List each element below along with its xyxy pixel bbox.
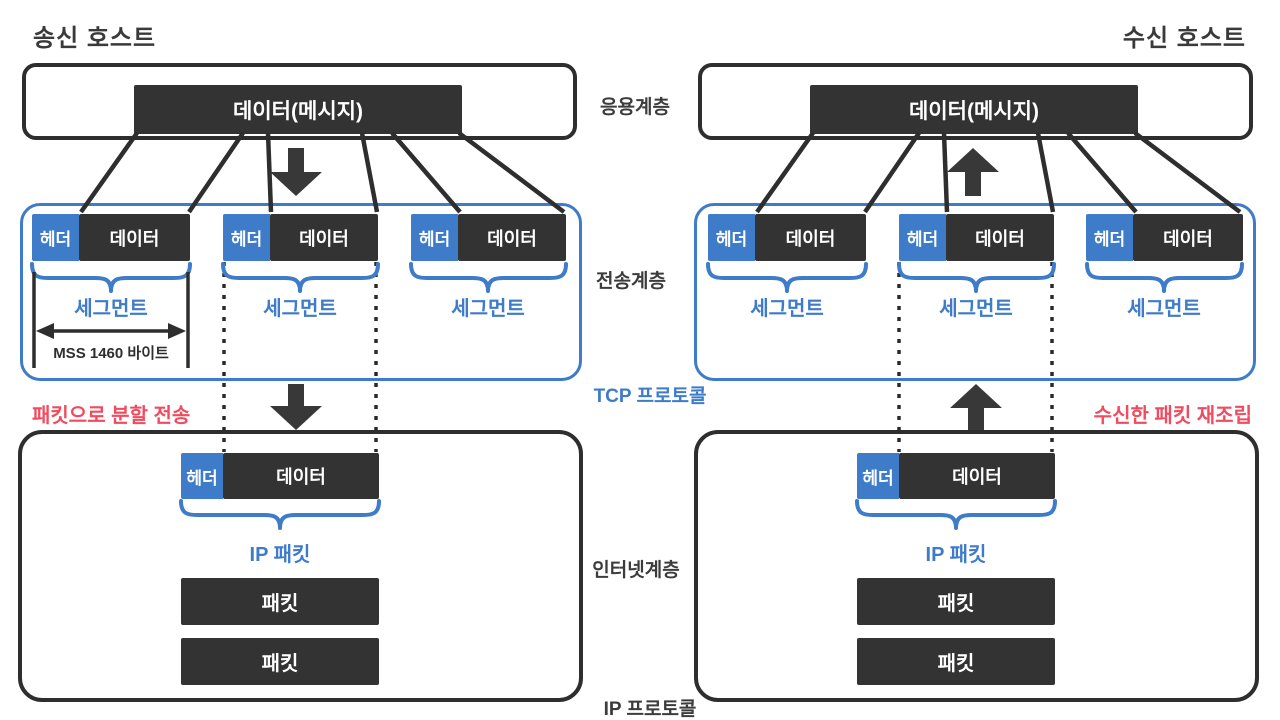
ip-packet-header-receiver: 헤더	[857, 453, 899, 499]
message-box-sender: 데이터(메시지)	[134, 85, 462, 134]
reassemble-annotation: 수신한 패킷 재조립	[1093, 405, 1252, 427]
receiver-host-title: 수신 호스트	[1122, 25, 1246, 52]
segment-1-data-receiver: 데이터	[755, 214, 866, 261]
packet-box-1-sender: 패킷	[181, 578, 379, 625]
ip-packet-data-receiver: 데이터	[899, 453, 1055, 499]
segment-2-header-sender: 헤더	[223, 214, 270, 261]
message-box-receiver: 데이터(메시지)	[810, 85, 1138, 134]
message-label: 데이터(메시지)	[909, 99, 1039, 123]
segment-2-data-receiver: 데이터	[946, 214, 1054, 261]
segment-1-data-sender: 데이터	[79, 214, 190, 261]
application-layer-label: 응용계층	[600, 97, 670, 118]
receiver-fanin-lines	[755, 131, 1242, 214]
segment-1-header-sender: 헤더	[32, 214, 79, 261]
packet-box-2-sender: 패킷	[181, 638, 379, 685]
ip-packet-label-receiver: IP 패킷	[925, 544, 987, 566]
segment-3-label-sender: 세그먼트	[451, 298, 525, 320]
sender-host-title: 송신 호스트	[33, 25, 157, 52]
ip-packet-header-sender: 헤더	[181, 453, 223, 499]
transport-layer-label: 전송계층	[596, 271, 666, 292]
segment-1-header-receiver: 헤더	[708, 214, 755, 261]
internet-layer-label: 인터넷계층	[592, 560, 680, 581]
segment-3-data-receiver: 데이터	[1133, 214, 1243, 261]
up-arrow-internet-to-transport	[950, 384, 1002, 430]
segment-3-data-sender: 데이터	[458, 214, 566, 261]
down-arrow-app-to-transport	[270, 148, 322, 196]
segment-3-header-receiver: 헤더	[1086, 214, 1133, 261]
segment-3-label-receiver: 세그먼트	[1127, 298, 1201, 320]
mss-size-label: MSS 1460 바이트	[53, 345, 169, 362]
segment-1-label-receiver: 세그먼트	[750, 298, 824, 320]
segment-2-data-sender: 데이터	[270, 214, 378, 261]
message-label: 데이터(메시지)	[233, 99, 363, 123]
ip-packet-label-sender: IP 패킷	[249, 544, 311, 566]
segment-3-header-sender: 헤더	[411, 214, 458, 261]
segment-2-header-receiver: 헤더	[899, 214, 946, 261]
ip-protocol-label: IP 프로토콜	[603, 699, 697, 720]
tcp-protocol-label: TCP 프로토콜	[593, 386, 707, 407]
segment-2-label-sender: 세그먼트	[263, 298, 337, 320]
split-send-annotation: 패킷으로 분할 전송	[32, 405, 191, 427]
sender-fanout-lines	[79, 131, 566, 214]
down-arrow-transport-to-internet	[270, 384, 322, 430]
up-arrow-transport-to-app	[947, 148, 999, 196]
ip-packet-data-sender: 데이터	[223, 453, 379, 499]
packet-box-2-receiver: 패킷	[857, 638, 1055, 685]
segment-1-label-sender: 세그먼트	[74, 298, 148, 320]
segment-2-label-receiver: 세그먼트	[939, 298, 1013, 320]
packet-box-1-receiver: 패킷	[857, 578, 1055, 625]
